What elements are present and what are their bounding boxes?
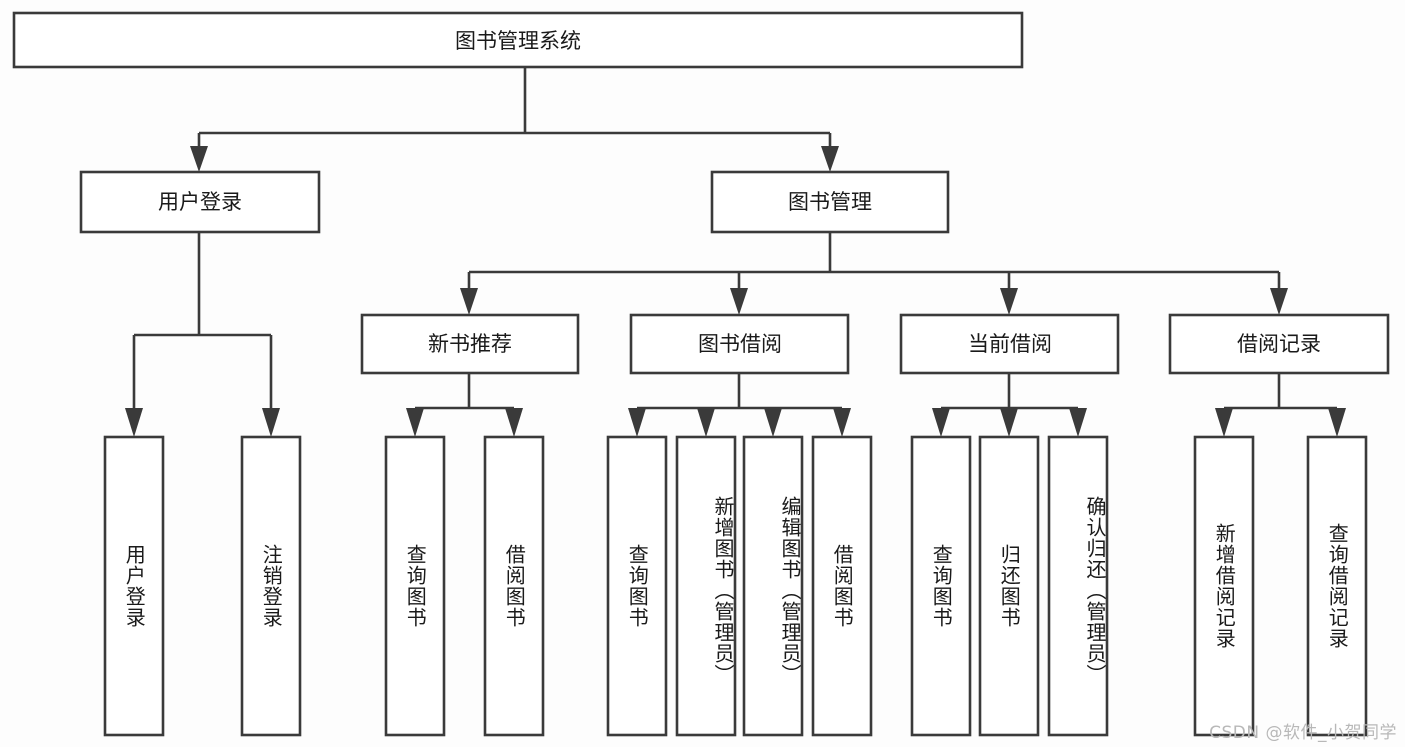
- arrow-head-currentborrow-leaf-2: [1069, 408, 1087, 437]
- node-book-mgmt-box[interactable]: [710, 170, 950, 234]
- arrow-head-newbook-leaf-1: [505, 408, 523, 437]
- arrow-head-current-borrow: [1000, 288, 1018, 315]
- csdn-watermark: CSDN @软件_小贺同学: [1209, 723, 1397, 743]
- arrow-head-new-book-rec: [460, 288, 478, 315]
- node-user-login-box[interactable]: [79, 170, 321, 234]
- node-book-mgmt-label: 图书管理: [788, 190, 872, 214]
- arrow-head-bookborrow-leaf-1: [697, 408, 715, 437]
- leaf-box-borrow-record-1[interactable]: [1306, 435, 1368, 737]
- leaf-box-current-borrow-0[interactable]: [910, 435, 972, 737]
- leaf-box-user-login-1[interactable]: [240, 435, 302, 737]
- leaf-box-book-borrow-0[interactable]: [606, 435, 668, 737]
- node-user-login-label: 用户登录: [158, 190, 242, 214]
- leaf-box-new-book-rec-1[interactable]: [483, 435, 545, 737]
- arrow-head-borrowrecord-leaf-1: [1328, 408, 1346, 437]
- leaf-box-borrow-record-0[interactable]: [1193, 435, 1255, 737]
- arrow-head-user-login-leaf-0: [125, 408, 143, 437]
- arrow-head-newbook-leaf-0: [406, 408, 424, 437]
- leaf-box-book-borrow-1[interactable]: [675, 435, 737, 737]
- node-borrow-record-label: 借阅记录: [1237, 332, 1321, 356]
- node-current-borrow-label: 当前借阅: [968, 332, 1052, 356]
- arrow-head-user-login: [190, 146, 208, 172]
- leaf-box-current-borrow-1[interactable]: [978, 435, 1040, 737]
- arrow-head-user-login-leaf-1: [262, 408, 280, 437]
- arrow-head-currentborrow-leaf-1: [1000, 408, 1018, 437]
- connector-layer: [125, 67, 1346, 437]
- arrow-head-bookborrow-leaf-0: [628, 408, 646, 437]
- node-book-borrow-box[interactable]: [629, 313, 850, 375]
- node-current-borrow-box[interactable]: [899, 313, 1120, 375]
- arrow-head-book-borrow: [730, 288, 748, 315]
- arrow-head-currentborrow-leaf-0: [932, 408, 950, 437]
- arrow-head-bookborrow-leaf-3: [833, 408, 851, 437]
- node-new-book-rec-label: 新书推荐: [428, 332, 512, 356]
- node-root-label: 图书管理系统: [455, 29, 581, 53]
- leaf-box-new-book-rec-0[interactable]: [384, 435, 446, 737]
- leaf-box-current-borrow-2[interactable]: [1047, 435, 1109, 737]
- leaf-box-book-borrow-3[interactable]: [811, 435, 873, 737]
- arrow-head-bookborrow-leaf-2: [764, 408, 782, 437]
- node-layer: 图书管理系统 用户登录 图书管理 新书推荐 图书借阅 当前借阅 借阅记录: [12, 11, 1390, 737]
- node-new-book-rec-box[interactable]: [360, 313, 580, 375]
- arrow-head-borrowrecord-leaf-0: [1215, 408, 1233, 437]
- leaf-box-user-login-0[interactable]: [103, 435, 165, 737]
- arrow-head-book-mgmt: [821, 146, 839, 172]
- arrow-head-borrow-record: [1270, 288, 1288, 315]
- node-root-box[interactable]: [12, 11, 1024, 69]
- leaf-box-book-borrow-2[interactable]: [742, 435, 804, 737]
- node-borrow-record-box[interactable]: [1168, 313, 1390, 375]
- node-book-borrow-label: 图书借阅: [698, 332, 782, 356]
